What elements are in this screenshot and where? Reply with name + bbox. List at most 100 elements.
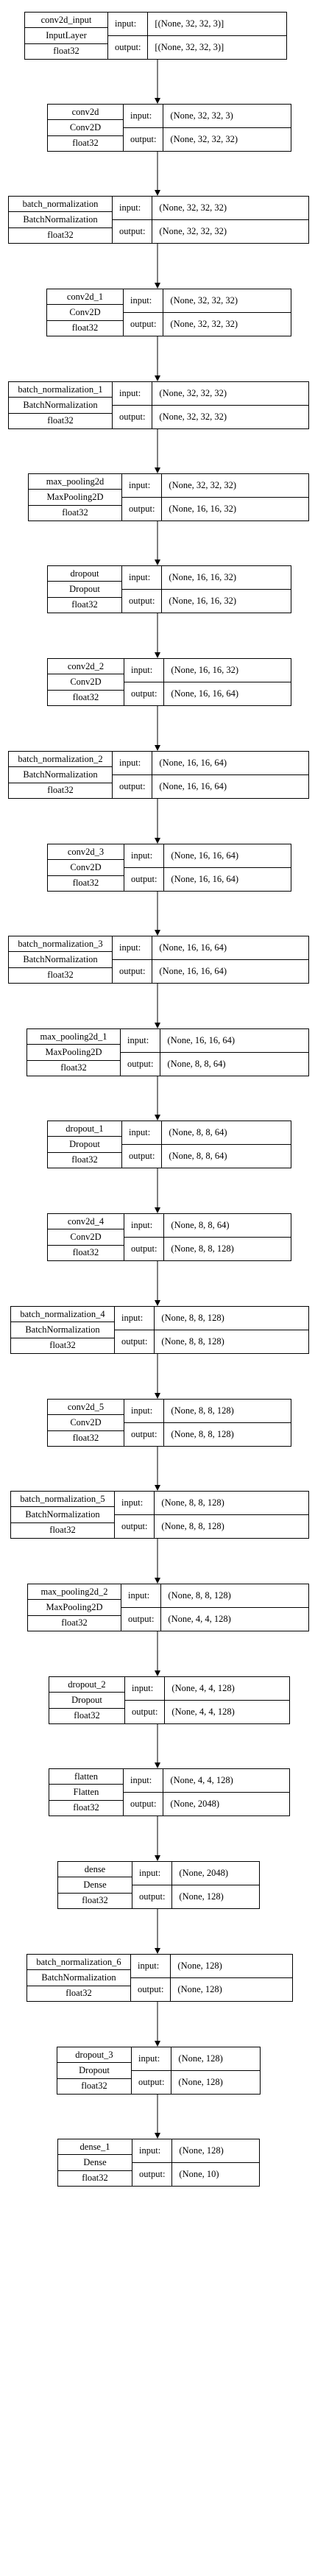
output-shape: (None, 32, 32, 32) [152,405,308,428]
input-label: input: [131,1220,153,1230]
input-shape: (None, 16, 16, 64) [159,758,227,768]
output-shape: (None, 16, 16, 64) [152,959,308,983]
layer-name: conv2d_4 [67,1215,105,1227]
io-shapes: (None, 2048)(None, 128) [172,1862,259,1908]
io-labels: input:output: [124,659,165,705]
input-shape: (None, 128) [179,2145,224,2156]
layer-dtype: float32 [48,1430,124,1446]
layer-type: InputLayer [25,27,107,43]
output-shape: (None, 16, 16, 64) [164,682,291,705]
input-shape: (None, 128) [177,1961,222,1971]
input-shape: (None, 32, 32, 32) [159,388,227,398]
io-labels: input: output: [122,474,163,521]
layer-name: batch_normalization_3 [18,938,103,949]
io-labels: input:output: [132,2047,172,2094]
output-shape: (None, 10) [172,2162,259,2186]
input-label: input: [130,295,152,306]
output-shape: (None, 32, 32, 32) [152,219,308,243]
layer-type: Conv2D [47,304,123,320]
input-label: input: [129,572,151,582]
input-label: input: [130,110,152,121]
input-label: input: [132,1683,154,1693]
io-labels: input:output: [132,2139,173,2186]
output-label: output: [122,589,162,613]
input-label: input: [127,1035,149,1045]
input-label: input: [129,480,151,490]
output-shape: (None, 16, 16, 32) [162,589,291,613]
layer-dtype: float32 [48,689,124,705]
output-shape: (None, 4, 4, 128) [161,1607,308,1631]
layer-type: Dropout [48,1136,121,1151]
layer-dtype: float32 [48,875,124,891]
io-shapes: (None, 32, 32, 32)(None, 32, 32, 32) [163,289,291,336]
input-label: input: [138,2053,160,2064]
output-label: output: [122,497,162,521]
input-label: input: [119,942,141,953]
layer-dtype: float32 [57,2078,131,2094]
output-label: output: [124,1422,164,1446]
layer-type: Conv2D [48,1229,124,1244]
layer-name: batch_normalization_4 [20,1308,105,1319]
output-label: output: [131,1977,171,2001]
io-shapes: [(None, 32, 32, 3)][(None, 32, 32, 3)] [148,13,286,59]
io-shapes: (None, 32, 32, 3)(None, 32, 32, 32) [163,105,291,151]
layer-type: BatchNormalization [9,951,112,967]
io-shapes: (None, 16, 16, 64)(None, 16, 16, 64) [152,936,308,983]
output-label: output: [113,405,152,428]
output-label: output: [132,2162,172,2186]
layer-name: dense_1 [79,2141,110,2152]
input-label: input: [131,1405,153,1416]
output-label: output: [108,35,148,59]
output-label: output: [121,1052,160,1076]
output-shape: (None, 2048) [163,1792,289,1815]
io-labels: input:output: [115,1307,155,1353]
io-labels: input:output: [113,197,153,243]
input-label: input: [128,1590,150,1601]
layer-type: Dropout [49,1692,124,1707]
output-label: output: [124,682,164,705]
layer-dtype: float32 [58,2170,132,2186]
layer-type: Conv2D [48,1414,124,1430]
layer-dtype: float32 [48,1244,124,1260]
layer-dtype: float32 [9,412,112,428]
io-labels: input:output: [121,1584,162,1631]
layer-type: Dense [58,1877,132,1892]
layer-name: dense [84,1863,106,1874]
input-label: input: [129,1127,151,1137]
layer-dtype: float32 [11,1337,114,1353]
io-shapes: (None, 4, 4, 128)(None, 4, 4, 128) [165,1677,289,1723]
io-shapes: (None, 128) (None, 10) [172,2139,259,2186]
io-labels: input: output: [122,566,163,613]
output-shape: (None, 32, 32, 32) [163,127,291,151]
output-shape: (None, 8, 8, 64) [160,1052,308,1076]
layer-type: MaxPooling2D [29,489,121,504]
layer-dtype: float32 [58,1892,132,1908]
io-shapes: (None, 8, 8, 128)(None, 4, 4, 128) [161,1584,308,1631]
layer-name: conv2d_input [40,14,92,25]
